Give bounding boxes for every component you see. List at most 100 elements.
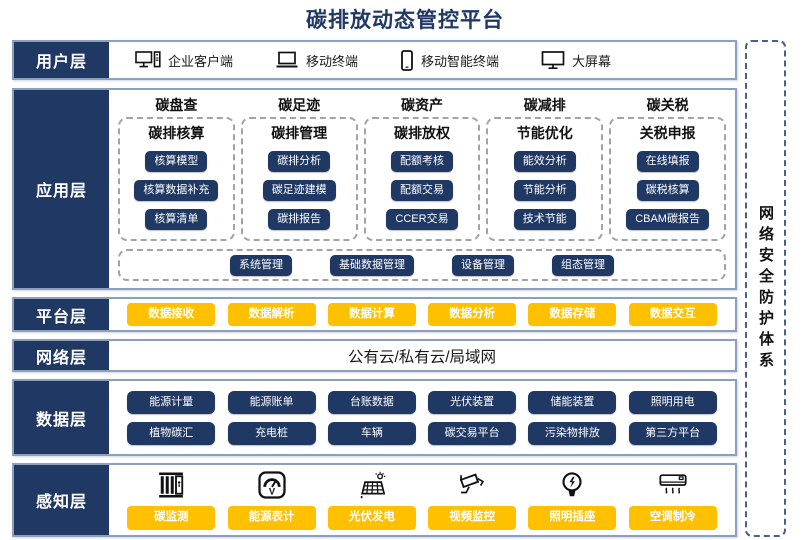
app-button[interactable]: 碳足迹建模: [262, 180, 336, 201]
app-box-title: 关税申报: [639, 125, 696, 141]
data-source-button[interactable]: 照明用电: [628, 390, 717, 414]
app-column-header: 碳足迹: [278, 97, 321, 113]
platform-button[interactable]: 数据接收: [127, 302, 216, 327]
app-box-title: 碳排管理: [271, 125, 328, 141]
app-common-button[interactable]: 系统管理: [230, 254, 292, 276]
platform-button[interactable]: 数据交互: [628, 302, 717, 327]
page-title: 碳排放动态管控平台: [306, 9, 504, 32]
app-common-button[interactable]: 设备管理: [452, 254, 514, 276]
perception-layer-content: 碳监测 V 能源表计 光伏发电 视频监控 照明插座 空调制冷: [109, 465, 735, 535]
data-row: 植物碳汇 充电桩 车辆 碳交易平台 污染物排放 第三方平台: [115, 421, 729, 445]
laptop-icon: [275, 51, 299, 69]
app-button[interactable]: 碳排分析: [268, 151, 331, 172]
data-source-button[interactable]: 能源账单: [227, 390, 316, 414]
sense-item-carbon-monitoring: 碳监测: [127, 470, 216, 530]
data-source-button[interactable]: 碳交易平台: [428, 421, 517, 445]
app-column-carbon-reduction: 碳减排 节能优化 能效分析 节能分析 技术节能: [486, 94, 604, 241]
app-common-button[interactable]: 组态管理: [552, 254, 614, 276]
big-screen-icon: [541, 50, 565, 70]
sense-label-button[interactable]: 照明插座: [528, 506, 617, 530]
app-common-box: 系统管理 基础数据管理 设备管理 组态管理: [118, 249, 726, 281]
app-button[interactable]: 核算清单: [145, 209, 208, 230]
network-layer-label: 网络层: [14, 341, 109, 370]
app-button[interactable]: CCER交易: [386, 209, 458, 230]
data-source-button[interactable]: 第三方平台: [628, 421, 717, 445]
sense-item-video-surveillance: 视频监控: [428, 470, 517, 530]
sense-item-air-conditioning: 空调制冷: [628, 470, 717, 530]
data-row: 能源计量 能源账单 台账数据 光伏装置 储能装置 照明用电: [115, 390, 729, 414]
security-protection-sidebar: 网络安全防护体系: [745, 40, 786, 537]
app-column-header: 碳资产: [400, 97, 443, 113]
data-layer-label: 数据层: [14, 381, 109, 454]
platform-layer-content: 数据接收 数据解析 数据计算 数据分析 数据存储 数据交互: [109, 299, 735, 330]
app-button[interactable]: 碳税核算: [636, 180, 699, 201]
sense-label-button[interactable]: 碳监测: [127, 506, 216, 530]
user-item-big-screen[interactable]: 大屏幕: [541, 50, 612, 70]
platform-layer-label: 平台层: [14, 299, 109, 330]
platform-layer-band: 平台层 数据接收 数据解析 数据计算 数据分析 数据存储 数据交互: [12, 297, 737, 332]
data-source-button[interactable]: 储能装置: [528, 390, 617, 414]
data-source-button[interactable]: 台账数据: [327, 390, 416, 414]
sense-item-solar-power: 光伏发电: [327, 470, 416, 530]
application-layer-label: 应用层: [14, 90, 109, 288]
app-button[interactable]: 核算数据补充: [134, 180, 219, 201]
app-button[interactable]: CBAM碳报告: [626, 209, 709, 230]
application-layer-content: 碳盘查 碳排核算 核算模型 核算数据补充 核算清单 碳足迹 碳排管理 碳排分析 …: [109, 90, 735, 288]
app-column-header: 碳盘查: [155, 97, 198, 113]
platform-button[interactable]: 数据计算: [327, 302, 416, 327]
app-column-carbon-asset: 碳资产 碳排放权 配额考核 配额交易 CCER交易: [363, 94, 481, 241]
user-item-label: 移动终端: [306, 53, 359, 69]
user-item-smart-mobile-terminal[interactable]: 移动智能终端: [400, 49, 500, 71]
app-box-carbon-emission-rights: 碳排放权 配额考核 配额交易 CCER交易: [363, 117, 481, 241]
sense-label-button[interactable]: 空调制冷: [628, 506, 717, 530]
app-button[interactable]: 能效分析: [513, 151, 576, 172]
solar-panel-icon: [357, 470, 387, 500]
app-button[interactable]: 在线填报: [636, 151, 699, 172]
data-source-button[interactable]: 车辆: [327, 421, 416, 445]
sense-label-button[interactable]: 视频监控: [428, 506, 517, 530]
network-layer-content: 公有云/私有云/局域网: [109, 341, 735, 370]
app-box-title: 节能优化: [516, 125, 573, 141]
data-source-button[interactable]: 能源计量: [127, 390, 216, 414]
platform-button[interactable]: 数据解析: [227, 302, 316, 327]
app-button[interactable]: 节能分析: [513, 180, 576, 201]
desktop-pc-icon: [135, 50, 161, 70]
security-protection-text: 网络安全防护体系: [757, 204, 774, 373]
user-item-mobile-terminal[interactable]: 移动终端: [275, 51, 358, 70]
platform-button[interactable]: 数据分析: [428, 302, 517, 327]
app-common-button[interactable]: 基础数据管理: [330, 254, 414, 276]
data-source-button[interactable]: 充电桩: [227, 421, 316, 445]
data-layer-content: 能源计量 能源账单 台账数据 光伏装置 储能装置 照明用电 植物碳汇 充电桩 车…: [109, 381, 735, 454]
app-button[interactable]: 碳排报告: [268, 209, 331, 230]
app-columns: 碳盘查 碳排核算 核算模型 核算数据补充 核算清单 碳足迹 碳排管理 碳排分析 …: [118, 94, 726, 241]
sense-item-energy-meter: V 能源表计: [227, 470, 316, 530]
user-item-enterprise-client[interactable]: 企业客户端: [135, 50, 233, 70]
app-button[interactable]: 技术节能: [513, 209, 576, 230]
app-column-carbon-inventory: 碳盘查 碳排核算 核算模型 核算数据补充 核算清单: [118, 94, 235, 241]
sense-item-lighting-socket: 照明插座: [528, 470, 617, 530]
sense-label-button[interactable]: 能源表计: [227, 506, 316, 530]
app-column-header: 碳关税: [646, 97, 689, 113]
carbon-monitor-icon: [156, 470, 186, 500]
svg-text:V: V: [268, 487, 275, 497]
user-item-label: 大屏幕: [572, 53, 612, 69]
app-button[interactable]: 核算模型: [145, 151, 208, 172]
platform-button[interactable]: 数据存储: [528, 302, 617, 327]
data-source-button[interactable]: 植物碳汇: [127, 421, 216, 445]
app-box-title: 碳排核算: [148, 125, 205, 141]
app-box-carbon-accounting: 碳排核算 核算模型 核算数据补充 核算清单: [118, 117, 235, 241]
app-box-energy-saving: 节能优化 能效分析 节能分析 技术节能: [486, 117, 604, 241]
app-box-carbon-management: 碳排管理 碳排分析 碳足迹建模 碳排报告: [240, 117, 358, 241]
user-item-label: 移动智能终端: [421, 53, 500, 69]
cctv-camera-icon: [457, 470, 487, 500]
app-box-title: 碳排放权: [393, 125, 450, 141]
app-column-header: 碳减排: [523, 97, 566, 113]
sense-label-button[interactable]: 光伏发电: [327, 506, 416, 530]
data-source-button[interactable]: 光伏装置: [428, 390, 517, 414]
perception-layer-band: 感知层 碳监测 V 能源表计 光伏发电 视频监控 照明插座 空调制冷: [12, 463, 737, 537]
data-source-button[interactable]: 污染物排放: [528, 421, 617, 445]
perception-layer-label: 感知层: [14, 465, 109, 535]
application-layer-band: 应用层 碳盘查 碳排核算 核算模型 核算数据补充 核算清单 碳足迹 碳排管理 碳…: [12, 88, 737, 290]
app-button[interactable]: 配额交易: [390, 180, 453, 201]
app-button[interactable]: 配额考核: [390, 151, 453, 172]
